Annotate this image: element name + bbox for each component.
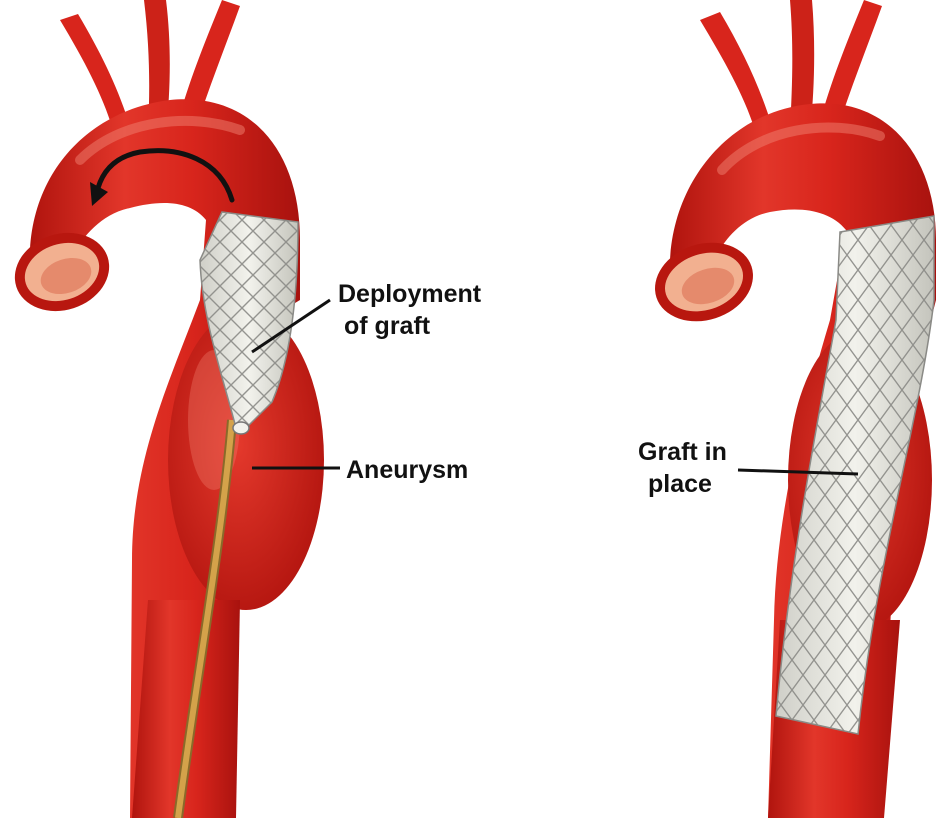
aneurysm-label: Aneurysm [346, 454, 468, 486]
right-aorta [645, 0, 936, 818]
deployment-label-line1: Deployment [338, 278, 481, 310]
graft-label-line1: Graft in [638, 436, 727, 468]
graft-label-line2: place [638, 468, 727, 500]
deployment-of-graft-label: Deployment of graft [338, 278, 481, 342]
left-aorta [5, 0, 324, 818]
deployment-label-line2: of graft [338, 310, 481, 342]
graft-in-place-label: Graft in place [638, 436, 727, 500]
